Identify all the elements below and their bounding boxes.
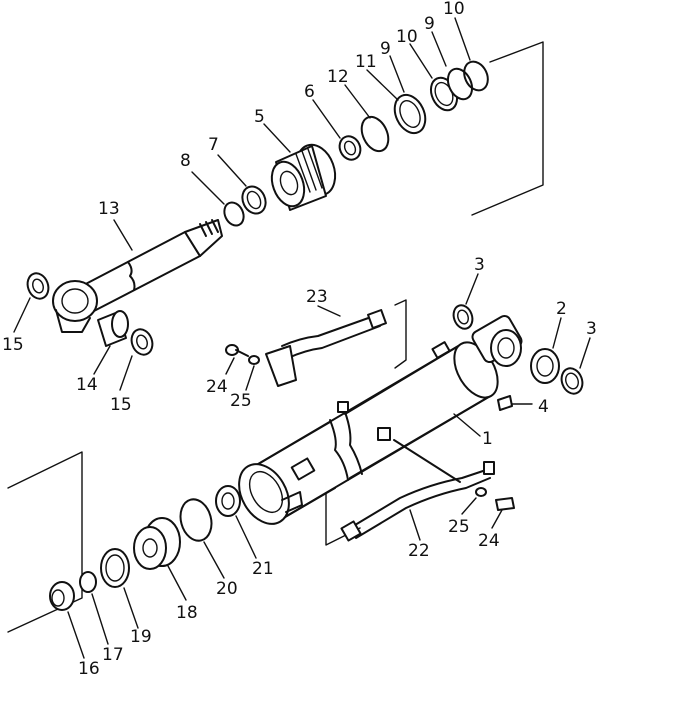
callout-25: 25 [230,391,252,411]
head-end-bushings [452,304,584,411]
callout-3: 3 [474,255,485,275]
seal-11 [393,93,427,135]
callout-24: 24 [478,531,500,551]
callout-9: 9 [380,39,391,59]
callout-7: 7 [208,135,219,155]
callout-3: 3 [586,319,597,339]
callout-18: 18 [176,603,198,623]
callout-10: 10 [396,27,418,47]
callout-15: 15 [110,395,132,415]
callout-17: 17 [102,645,124,665]
ring-20 [179,498,213,542]
rod-end-bushings [26,272,154,356]
callout-9: 9 [424,14,435,34]
ring-17 [79,571,97,593]
callout-25: 25 [448,517,470,537]
piston-group [49,485,241,611]
callout-6: 6 [304,82,315,102]
callout-15: 15 [2,335,24,355]
callout-10: 10 [443,0,465,19]
cylinder-tube [238,314,523,525]
ring-9b [446,67,474,101]
callout-2: 2 [556,299,567,319]
callout-19: 19 [130,627,152,647]
callout-24: 24 [206,377,228,397]
group-bracket-lines [7,41,544,633]
piston-rod [52,219,223,333]
nut-21 [215,485,241,517]
callout-1: 1 [482,429,493,449]
callout-5: 5 [254,107,265,127]
leader-lines [13,17,591,659]
collar-16 [49,581,75,611]
callout-8: 8 [180,151,191,171]
bushing-6 [338,135,362,161]
callout-11: 11 [355,52,377,72]
o-ring-12 [360,115,390,153]
gland [270,143,337,211]
callout-16: 16 [78,659,100,679]
callout-4: 4 [538,397,549,417]
callout-23: 23 [306,287,328,307]
callout-13: 13 [98,199,120,219]
pipe-22 [340,439,515,542]
callout-22: 22 [408,541,430,561]
callout-20: 20 [216,579,238,599]
callout-labels: 10 9 10 9 11 12 6 5 7 8 13 15 14 15 23 3… [2,0,597,679]
pipe-23 [225,309,387,387]
callout-21: 21 [252,559,274,579]
callout-14: 14 [76,375,98,395]
callout-12: 12 [327,67,349,87]
snap-ring [223,201,245,227]
ring-10 [463,60,489,92]
upper-seal-group [223,60,489,227]
